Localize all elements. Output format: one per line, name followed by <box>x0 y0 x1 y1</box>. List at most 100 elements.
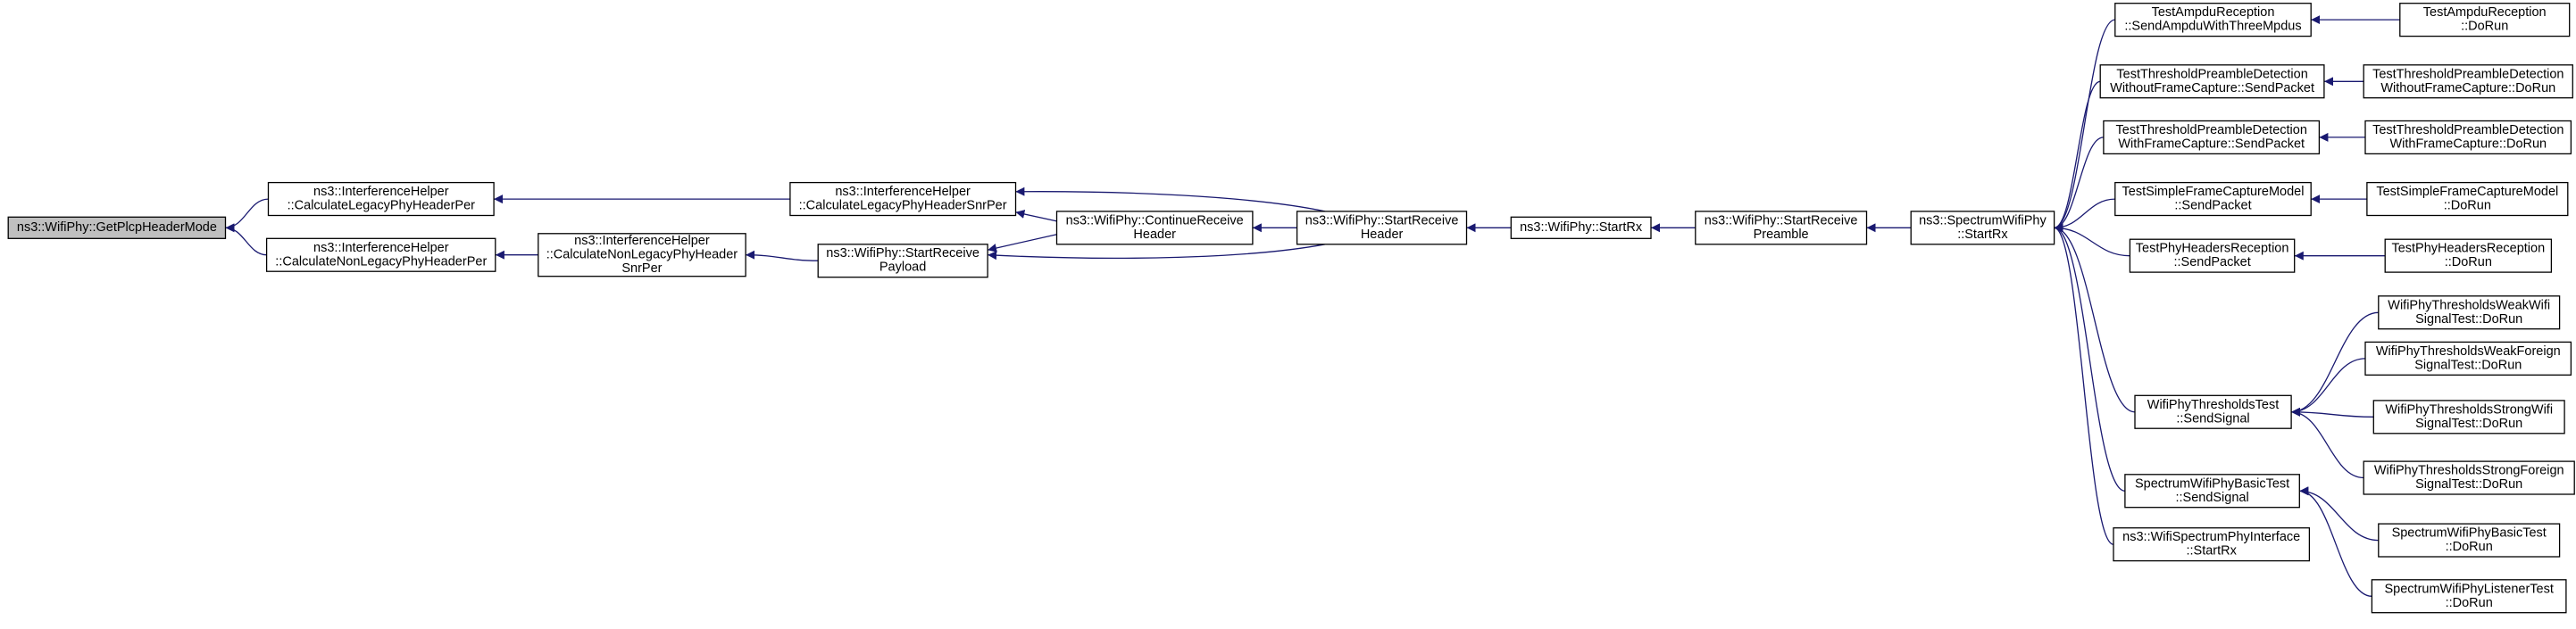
node-label-line: WifiPhyThresholdsTest <box>2147 398 2279 412</box>
node-strongwifi[interactable]: WifiPhyThresholdsStrongWifiSignalTest::D… <box>2372 400 2565 435</box>
edge-line <box>2054 223 2136 413</box>
node-label-line: Payload <box>880 261 926 275</box>
edge-line <box>2291 358 2366 417</box>
node-getplcp[interactable]: ns3::WifiPhy::GetPlcpHeaderMode <box>7 216 227 239</box>
node-box <box>2103 120 2321 155</box>
edge-line <box>1015 210 1057 222</box>
edge-listenerrun-to-basicsend <box>2299 486 2372 597</box>
node-calcnonlegacyper[interactable]: ns3::InterferenceHelper::CalculateNonLeg… <box>265 237 496 272</box>
node-box <box>1695 211 1868 245</box>
node-label-line: WithoutFrameCapture::DoRun <box>2380 81 2555 95</box>
node-label-line: WifiPhyThresholdsStrongForeign <box>2374 464 2564 478</box>
node-label-line: ns3::WifiPhy::StartReceive <box>826 246 980 261</box>
edge-threshwithsend-to-spectrumstartrx <box>2054 137 2105 233</box>
node-label-line: ::CalculateLegacyPhyHeaderPer <box>288 199 476 213</box>
node-label-line: TestSimpleFrameCaptureModel <box>2122 185 2305 199</box>
edge-line <box>2291 407 2374 418</box>
node-weakwifi[interactable]: WifiPhyThresholdsWeakWifiSignalTest::DoR… <box>2378 295 2561 330</box>
node-headersrun[interactable]: TestPhyHeadersReception::DoRun <box>2384 238 2553 273</box>
node-ampdurun[interactable]: TestAmpduReception::DoRun <box>2399 3 2571 37</box>
node-box <box>2099 64 2325 99</box>
node-box <box>2363 460 2575 495</box>
node-label-line: ns3::WifiPhy::StartReceive <box>1305 213 1459 228</box>
node-label-line: Preamble <box>1754 228 1809 242</box>
edge-line <box>2291 311 2379 417</box>
edge-continuerecvheader-to-startrecvpayload <box>987 234 1057 252</box>
node-box <box>7 216 227 239</box>
node-layer: ns3::WifiPhy::GetPlcpHeaderModens3::Inte… <box>7 3 2575 614</box>
edge-line <box>2299 486 2379 542</box>
node-label-line: ns3::WifiPhy::StartReceive <box>1705 213 1858 228</box>
edge-line <box>2054 80 2101 233</box>
node-box <box>2129 238 2296 273</box>
node-label-line: Header <box>1133 228 1176 242</box>
node-ifacestartrx[interactable]: ns3::WifiSpectrumPhyInterface::StartRx <box>2113 527 2311 562</box>
edge-line <box>2054 198 2115 233</box>
edge-line <box>2291 407 2364 479</box>
node-label-line: TestSimpleFrameCaptureModel <box>2376 185 2558 199</box>
node-label-line: ::StartRx <box>2186 544 2237 559</box>
node-headerssend[interactable]: TestPhyHeadersReception::SendPacket <box>2129 238 2296 273</box>
node-box <box>265 237 496 272</box>
node-threshwithrun[interactable]: TestThresholdPreambleDetectionWithFrameC… <box>2364 120 2572 155</box>
node-box <box>2113 527 2311 562</box>
node-simplecaprun[interactable]: TestSimpleFrameCaptureModel::DoRun <box>2366 181 2569 217</box>
edge-weakforeign-to-thresholdssend <box>2291 358 2366 417</box>
node-label-line: SignalTest::DoRun <box>2414 358 2522 372</box>
node-weakforeign[interactable]: WifiPhyThresholdsWeakForeignSignalTest::… <box>2364 341 2572 376</box>
node-box <box>2378 523 2561 558</box>
node-simplecapsend[interactable]: TestSimpleFrameCaptureModel::SendPacket <box>2114 181 2312 217</box>
node-label-line: WifiPhyThresholdsWeakWifi <box>2388 298 2550 312</box>
node-startrx[interactable]: ns3::WifiPhy::StartRx <box>1510 216 1652 239</box>
node-spectrumstartrx[interactable]: ns3::SpectrumWifiPhy::StartRx <box>1910 211 2055 245</box>
node-basicsend[interactable]: SpectrumWifiPhyBasicTest::SendSignal <box>2124 474 2300 509</box>
node-calcnonlegacysnrper[interactable]: ns3::InterferenceHelper::CalculateNonLeg… <box>538 233 746 277</box>
edge-ampdusend-to-spectrumstartrx <box>2054 19 2115 233</box>
edge-line <box>988 244 1326 261</box>
node-box <box>1510 216 1652 239</box>
node-ampdusend[interactable]: TestAmpduReception::SendAmpduWithThreeMp… <box>2114 3 2312 37</box>
edge-simplecapsend-to-spectrumstartrx <box>2054 198 2115 233</box>
edge-line <box>2054 223 2130 257</box>
node-label-line: SpectrumWifiPhyBasicTest <box>2392 526 2547 541</box>
node-label-line: Header <box>1361 228 1404 242</box>
node-threshwithoutrun[interactable]: TestThresholdPreambleDetectionWithoutFra… <box>2363 64 2573 99</box>
node-label-line: SnrPer <box>621 261 662 276</box>
node-box <box>1296 211 1468 245</box>
node-label-line: ::SendPacket <box>2174 199 2251 213</box>
node-label-line: ns3::WifiPhy::ContinueReceive <box>1066 213 1244 228</box>
edge-line <box>2299 486 2372 597</box>
node-strongforeign[interactable]: WifiPhyThresholdsStrongForeignSignalTest… <box>2363 460 2575 495</box>
node-label-line: ::CalculateNonLegacyPhyHeaderPer <box>275 254 487 269</box>
edge-startrecvheader-to-calclegacysnrper <box>1015 186 1326 212</box>
node-box <box>2384 238 2553 273</box>
node-label-line: ns3::SpectrumWifiPhy <box>1919 213 2047 228</box>
node-label-line: ns3::InterferenceHelper <box>835 185 971 199</box>
node-label-line: WifiPhyThresholdsStrongWifi <box>2385 402 2553 417</box>
edge-line <box>2054 137 2105 233</box>
node-label-line: ::DoRun <box>2445 255 2492 269</box>
node-box <box>817 244 988 278</box>
edge-weakwifi-to-thresholdssend <box>2291 311 2379 417</box>
node-thresholdssend[interactable]: WifiPhyThresholdsTest::SendSignal <box>2134 394 2292 429</box>
node-label-line: SignalTest::DoRun <box>2415 477 2522 492</box>
node-threshwithoutsend[interactable]: TestThresholdPreambleDetectionWithoutFra… <box>2099 64 2325 99</box>
node-listenerrun[interactable]: SpectrumWifiPhyListenerTest::DoRun <box>2371 579 2567 614</box>
node-label-line: SpectrumWifiPhyBasicTest <box>2135 476 2289 491</box>
node-label-line: TestAmpduReception <box>2423 5 2547 20</box>
node-basicrun[interactable]: SpectrumWifiPhyBasicTest::DoRun <box>2378 523 2561 558</box>
edge-line <box>2054 223 2114 545</box>
node-calclegacysnrper[interactable]: ns3::InterferenceHelper::CalculateLegacy… <box>789 181 1017 217</box>
node-label-line: TestPhyHeadersReception <box>2136 242 2289 256</box>
node-box <box>2363 64 2573 99</box>
node-box <box>2366 181 2569 217</box>
node-label-line: SignalTest::DoRun <box>2415 312 2522 327</box>
edge-strongwifi-to-thresholdssend <box>2291 407 2374 418</box>
node-threshwithsend[interactable]: TestThresholdPreambleDetectionWithFrameC… <box>2103 120 2321 155</box>
node-label-line: SignalTest::DoRun <box>2415 417 2522 431</box>
node-calclegacyper[interactable]: ns3::InterferenceHelper::CalculateLegacy… <box>267 181 495 217</box>
